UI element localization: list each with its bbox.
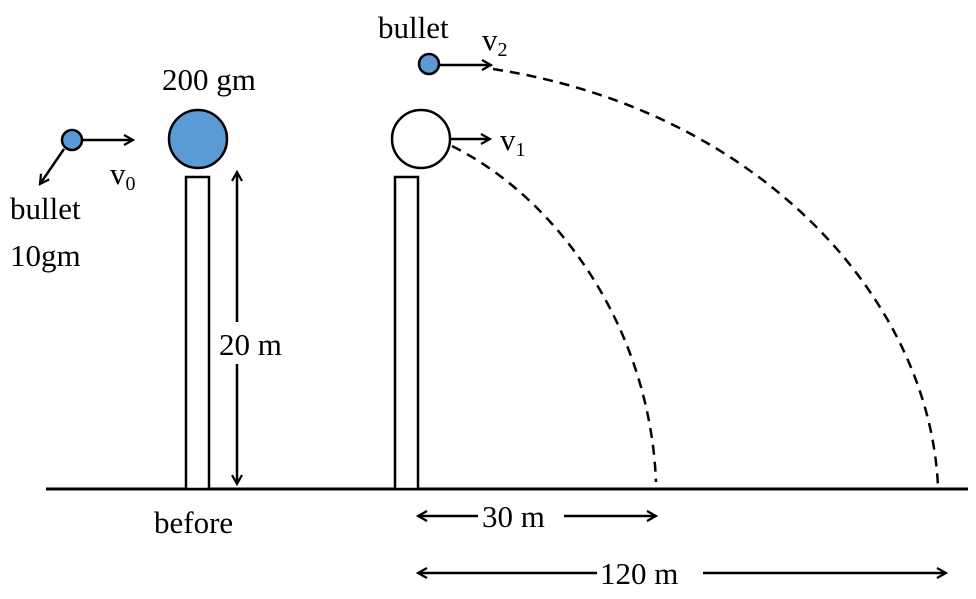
ball-trajectory	[451, 144, 658, 483]
ball-mass-label: 200 gm	[162, 62, 256, 97]
bullet-label-after: bullet	[378, 10, 449, 45]
v0-label: v0	[110, 156, 136, 195]
bullet-before	[60, 128, 84, 152]
v2-label: v2	[482, 22, 508, 61]
height-label: 20 m	[219, 327, 282, 362]
bullet-label-before: bullet	[10, 191, 81, 226]
pillar-before	[184, 175, 211, 491]
distance-30m-label: 30 m	[482, 499, 545, 534]
before-label: before	[154, 505, 233, 540]
v1-label: v1	[500, 122, 526, 161]
bullet-trajectory	[492, 67, 940, 488]
ball-after	[390, 108, 452, 170]
bullet-pointer-arrow	[40, 148, 66, 184]
bullet-mass-label: 10gm	[10, 238, 81, 273]
pillar-after	[393, 175, 420, 491]
distance-120m-label: 120 m	[600, 556, 678, 591]
ball-before	[167, 108, 229, 170]
bullet-after	[417, 52, 441, 76]
